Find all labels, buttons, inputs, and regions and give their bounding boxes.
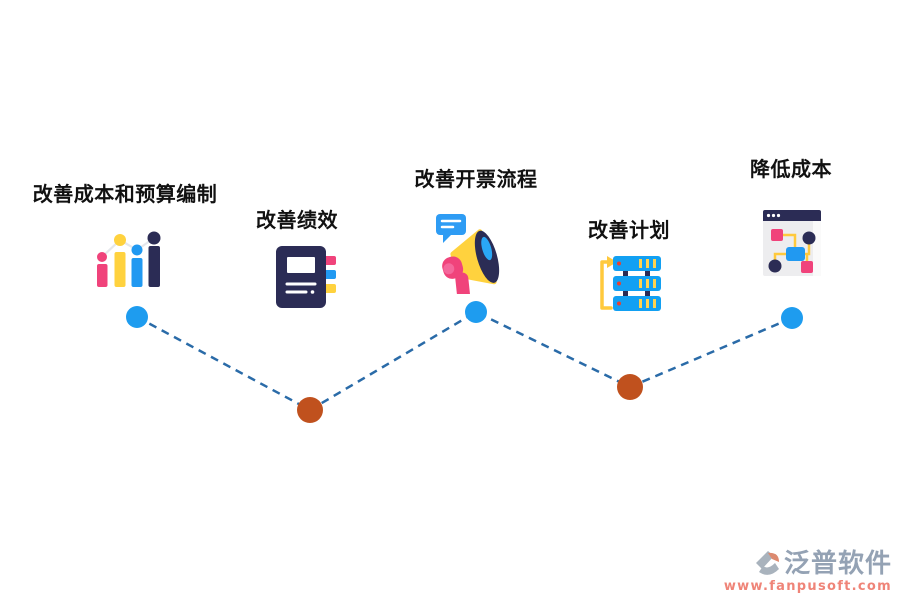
milestone-label-invoicing: 改善开票流程 (414, 167, 538, 191)
milestone-dot (297, 397, 323, 423)
milestone-label-reduce-cost: 降低成本 (750, 157, 832, 181)
megaphone-icon (436, 214, 500, 294)
dashed-connector-line (136, 310, 793, 412)
watermark-brand: 泛普软件 (783, 549, 892, 579)
milestone-label-performance: 改善绩效 (256, 208, 338, 232)
watermark: 泛普软件 www.fanpusoft.com (724, 550, 892, 594)
milestone-dot (126, 306, 148, 328)
watermark-url: www.fanpusoft.com (723, 579, 892, 594)
bar-chart-icon (97, 231, 161, 287)
milestone-dot (781, 307, 803, 329)
server-stack-icon (600, 256, 661, 311)
milestone-label-planning: 改善计划 (588, 218, 670, 242)
notebook-icon (276, 246, 336, 308)
milestone-label-cost-budgeting: 改善成本和预算编制 (32, 182, 218, 206)
milestone-dot (617, 374, 643, 400)
flowchart-window-icon (763, 210, 821, 276)
milestone-dot (465, 301, 487, 323)
fanpu-logo-icon (755, 551, 779, 575)
